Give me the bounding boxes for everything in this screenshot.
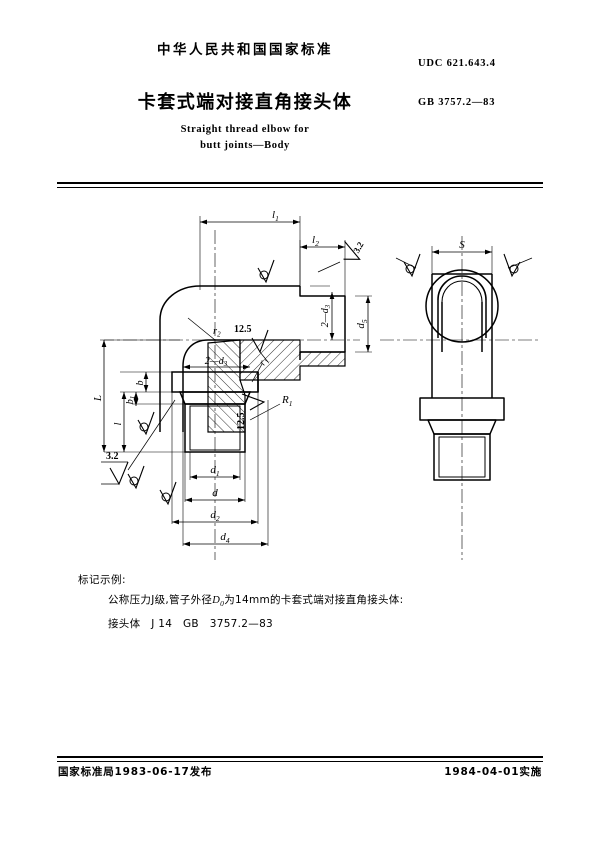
marking-example-description: 公称压力J级,管子外径D0为14mm的卡套式端对接直角接头体: <box>78 590 403 614</box>
side-view-finish-marks <box>395 253 533 278</box>
dimension-d4-label: d4 <box>220 531 230 545</box>
dimension-2-d3-horizontal-label: 2—d3 <box>205 356 228 368</box>
roughness-symbol-coarse-2: 12.5 <box>236 393 266 431</box>
dimension-d2-label: d2 <box>210 509 220 523</box>
radius-r2-label: r2 <box>213 326 221 339</box>
roughness-symbol-fine-1: 3.2 <box>101 399 176 486</box>
footer-divider <box>57 756 543 762</box>
dimension-S-label: S <box>459 239 465 251</box>
header-divider <box>57 182 543 188</box>
dimension-b1-label: b1 <box>125 396 137 405</box>
udc-code: UDC 621.643.4 <box>418 58 496 69</box>
issue-date: 国家标准局1983-06-17发布 <box>58 766 213 778</box>
finish-mark-2 <box>137 411 155 436</box>
national-standard-text: 中华人民共和国国家标准 <box>157 42 333 58</box>
finish-mark-1 <box>257 259 275 284</box>
side-view-outline <box>419 269 505 481</box>
national-standard-heading: 中华人民共和国国家标准 <box>0 38 600 58</box>
dimension-d5-label: d5 <box>355 319 369 329</box>
finish-mark-6 <box>503 253 533 278</box>
marking-desc-symbol: D <box>212 595 221 606</box>
english-title: Straight thread elbow for butt joints—Bo… <box>0 122 600 154</box>
roughness-symbol-coarse-1: 12.5 <box>234 324 269 363</box>
english-title-line2: butt joints—Body <box>200 140 290 151</box>
dimension-d: d <box>185 487 245 503</box>
dimension-b-label: b <box>135 381 146 386</box>
dimension-d5: d5 <box>355 296 371 352</box>
dimension-l: l <box>112 392 127 452</box>
dimension-b: b <box>135 372 149 392</box>
finish-mark-4 <box>159 481 177 506</box>
roughness-coarse-value-1: 12.5 <box>234 324 252 335</box>
roughness-fine-value-1: 3.2 <box>106 451 119 462</box>
dimension-2-d3-vertical: 2—d3 <box>320 292 335 340</box>
standard-number: GB 3757.2—83 <box>418 97 496 108</box>
dimension-l1: l1 <box>200 209 300 225</box>
roughness-coarse-value-2: 12.5 <box>236 413 247 431</box>
marking-example-label: 标记示例: <box>78 574 127 586</box>
dimension-L-label: L <box>92 395 104 402</box>
dimension-2-d3-vertical-label: 2—d3 <box>320 304 332 327</box>
english-title-line1: Straight thread elbow for <box>180 124 310 135</box>
finish-mark-group <box>127 259 275 506</box>
dimension-l2: l2 <box>300 234 345 250</box>
marking-example: 标记示例: 公称压力J级,管子外径D0为14mm的卡套式端对接直角接头体: 接头… <box>78 570 403 634</box>
marking-desc-symbol-sub: 0 <box>220 599 225 609</box>
radius-R1: R1 <box>249 394 292 421</box>
section-hatching <box>207 339 346 433</box>
dimension-d1: d1 <box>190 464 240 480</box>
marking-example-designation: 接头体 J 14 GB 3757.2—83 <box>108 618 274 631</box>
finish-mark-5 <box>395 253 421 278</box>
dimension-d-label: d <box>212 487 218 499</box>
roughness-symbol-fine-2: 3.2 <box>317 240 366 273</box>
radius-R1-label: R1 <box>281 394 292 408</box>
dimension-l-label: l <box>112 422 124 425</box>
dimension-b1: b1 <box>125 392 139 406</box>
dimension-2-d3-horizontal: 2—d3 <box>183 356 250 370</box>
finish-mark-3 <box>127 465 145 490</box>
dimension-L: L <box>92 340 107 452</box>
dimension-d4: d4 <box>183 531 268 547</box>
marking-desc-part1: 公称压力J级,管子外径 <box>108 594 213 606</box>
page-title-text: 卡套式端对接直角接头体 <box>137 92 353 113</box>
dimension-d1-label: d1 <box>210 464 219 478</box>
dimension-l2-label: l2 <box>312 234 319 248</box>
effective-date: 1984-04-01实施 <box>444 766 542 778</box>
dimension-S: S <box>432 239 492 255</box>
dimension-l1-label: l1 <box>272 209 279 223</box>
marking-desc-part2: 为14mm的卡套式端对接直角接头体: <box>224 594 404 606</box>
dimension-d2: d2 <box>172 509 258 525</box>
radius-r2: r2 <box>187 317 221 341</box>
page-title: 卡套式端对接直角接头体 <box>0 88 600 114</box>
